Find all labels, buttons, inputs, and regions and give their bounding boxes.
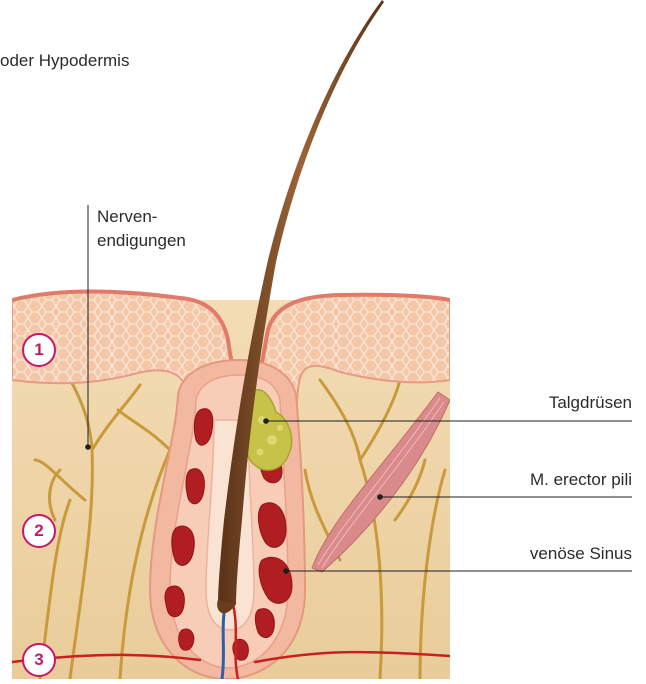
label-arrector-pili: M. erector pili	[530, 469, 632, 491]
label-sebaceous-glands: Talgdrüsen	[549, 392, 632, 414]
header-partial-text: oder Hypodermis	[0, 50, 129, 72]
layer-badge-2: 2	[22, 514, 56, 548]
layer-badge-3: 3	[22, 643, 56, 677]
layer-badge-1: 1	[22, 333, 56, 367]
label-venous-sinus: venöse Sinus	[530, 543, 632, 565]
label-nerve-endings-line1: Nerven-	[97, 206, 157, 228]
label-nerve-endings-line2: endigungen	[97, 230, 186, 252]
